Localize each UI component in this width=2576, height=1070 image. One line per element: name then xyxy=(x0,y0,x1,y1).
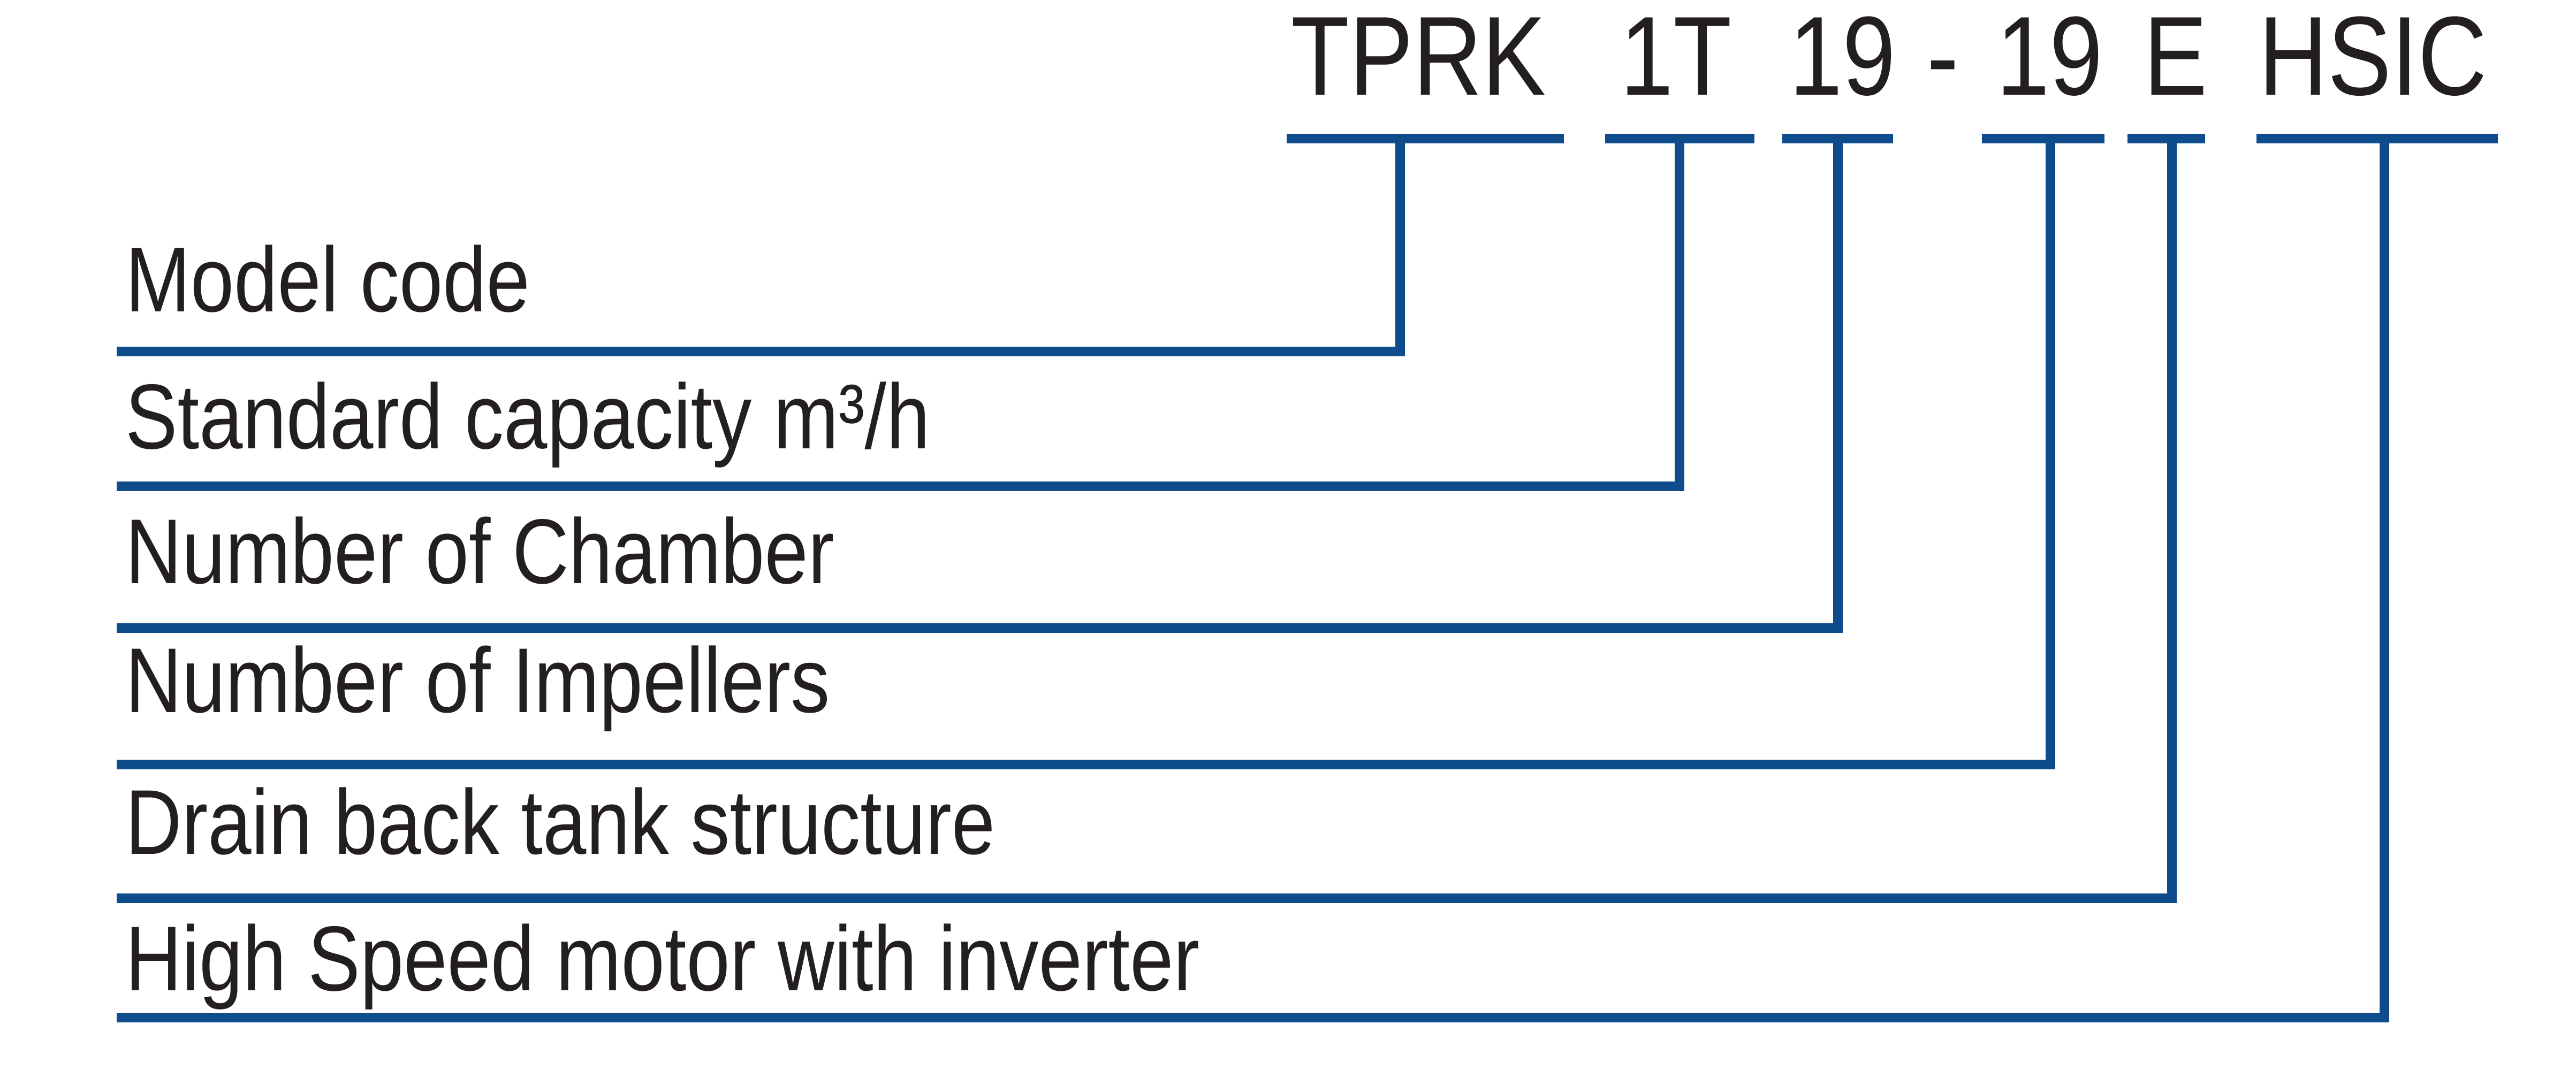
code-underline-bar-chambers xyxy=(1782,134,1893,143)
label-drain-back-tank-text: Drain back tank structure xyxy=(125,771,996,874)
label-number-of-chamber-text: Number of Chamber xyxy=(125,500,834,603)
label-high-speed-motor: High Speed motor with inverter xyxy=(125,913,1389,1005)
connector-vertical-capacity xyxy=(1675,143,1684,491)
label-number-of-impellers-text: Number of Impellers xyxy=(125,629,830,732)
label-standard-capacity-text: Standard capacity m³/h xyxy=(125,365,930,468)
code-segment-motor-text: HSIC xyxy=(2259,0,2487,119)
label-standard-capacity: Standard capacity m³/h xyxy=(125,371,1072,463)
code-segment-dash-text: - xyxy=(1927,0,1959,119)
label-rule-drainback xyxy=(117,893,2177,903)
code-segment-model: TPRK xyxy=(1291,0,1591,112)
connector-vertical-drainback xyxy=(2167,143,2177,903)
code-underline-bar-capacity xyxy=(1605,134,1754,143)
label-rule-impellers xyxy=(117,760,2055,769)
code-segment-drainback: E xyxy=(2144,0,2218,112)
connector-vertical-model xyxy=(1395,143,1405,356)
label-number-of-impellers: Number of Impellers xyxy=(125,635,954,727)
code-segment-dash: - xyxy=(1927,0,1964,112)
code-segment-impellers: 19 xyxy=(1996,0,2122,112)
code-underline-bar-impellers xyxy=(1982,134,2104,143)
label-rule-capacity xyxy=(117,482,1684,491)
code-underline-bar-drainback xyxy=(2127,134,2205,143)
label-rule-model xyxy=(117,347,1405,356)
label-number-of-chamber: Number of Chamber xyxy=(125,506,959,598)
label-model-code-text: Model code xyxy=(125,228,530,331)
code-segment-motor: HSIC xyxy=(2259,0,2527,112)
label-rule-chambers xyxy=(117,623,1843,633)
label-high-speed-motor-text: High Speed motor with inverter xyxy=(125,907,1200,1010)
label-drain-back-tank: Drain back tank structure xyxy=(125,776,1149,868)
connector-vertical-impellers xyxy=(2046,143,2055,769)
label-model-code: Model code xyxy=(125,234,601,326)
code-segment-chambers-text: 19 xyxy=(1789,0,1896,119)
code-underline-bar-model xyxy=(1287,134,1564,143)
code-segment-capacity-text: 1T xyxy=(1620,0,1732,119)
label-rule-motor xyxy=(117,1013,2389,1022)
connector-vertical-chambers xyxy=(1833,143,1843,633)
code-underline-bar-motor xyxy=(2256,134,2498,143)
code-segment-capacity: 1T xyxy=(1620,0,1751,112)
code-segment-chambers: 19 xyxy=(1789,0,1914,112)
connector-vertical-motor xyxy=(2380,143,2389,1022)
code-segment-impellers-text: 19 xyxy=(1996,0,2103,119)
code-segment-drainback-text: E xyxy=(2144,0,2208,119)
code-segment-model-text: TPRK xyxy=(1291,0,1546,119)
